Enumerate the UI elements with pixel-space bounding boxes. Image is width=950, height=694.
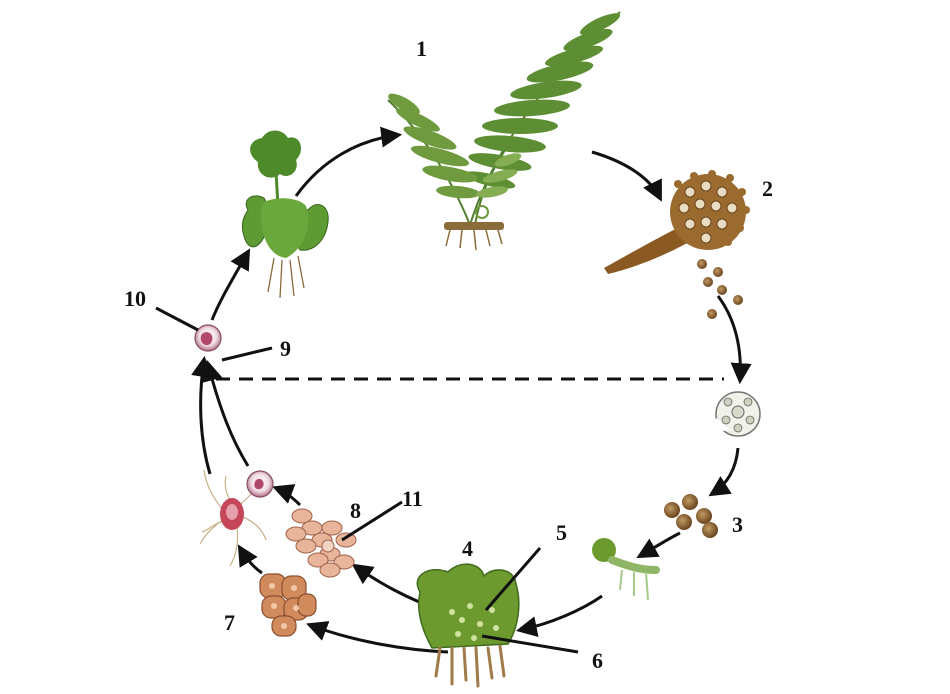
arrow-spores-to-germination bbox=[636, 531, 681, 559]
step-labels: 1 2 3 4 5 6 7 8 9 10 11 bbox=[124, 36, 773, 673]
cycle-arrows bbox=[191, 126, 752, 654]
arrow-prothallus-to-archegonium bbox=[306, 621, 449, 654]
leader-5 bbox=[484, 547, 542, 611]
arrow-adult-to-sporangium bbox=[591, 150, 662, 202]
arrow-fertilization-to-zygote bbox=[191, 355, 212, 475]
young-sporophyte-icon bbox=[241, 130, 329, 299]
egg-cell-icon bbox=[246, 470, 274, 498]
label-4: 4 bbox=[462, 536, 473, 561]
arrow-germination-to-prothallus bbox=[515, 594, 603, 637]
adult-fern-icon bbox=[387, 11, 621, 251]
leader-6 bbox=[481, 634, 579, 654]
arrow-open-to-spores bbox=[708, 447, 740, 497]
label-2: 2 bbox=[762, 176, 773, 201]
label-6: 6 bbox=[592, 648, 603, 673]
spores-icon bbox=[697, 259, 743, 319]
arrow-archegonium-to-fertilization bbox=[237, 544, 263, 575]
prothallus-icon bbox=[416, 563, 520, 688]
arrow-zygote-to-sporophyte bbox=[210, 248, 251, 321]
archegonium-icon bbox=[259, 573, 317, 637]
label-7: 7 bbox=[224, 610, 235, 635]
open-sporangium-icon bbox=[715, 391, 761, 437]
label-3: 3 bbox=[732, 512, 743, 537]
sporangium-icon bbox=[604, 170, 750, 274]
arrow-egg-to-zygote bbox=[202, 359, 250, 467]
leader-lines bbox=[155, 306, 579, 654]
label-1: 1 bbox=[416, 36, 427, 61]
label-9: 9 bbox=[280, 336, 291, 361]
arrow-sporophyte-to-adult bbox=[294, 126, 403, 197]
label-5: 5 bbox=[556, 520, 567, 545]
germinating-spore-icon bbox=[592, 538, 660, 601]
label-8: 8 bbox=[350, 498, 361, 523]
leader-10 bbox=[155, 306, 199, 332]
leader-11 bbox=[341, 500, 403, 542]
antherozoid-cluster-icon bbox=[285, 508, 357, 578]
leader-9 bbox=[221, 346, 273, 362]
zygote-icon bbox=[194, 324, 222, 352]
spore-cluster-icon bbox=[664, 494, 718, 538]
arrow-spores-to-meiosis bbox=[716, 295, 752, 385]
label-10: 10 bbox=[124, 286, 146, 311]
arrow-antherozoids-to-egg bbox=[272, 484, 302, 507]
fertilization-icon bbox=[199, 469, 267, 567]
label-11: 11 bbox=[402, 486, 423, 511]
